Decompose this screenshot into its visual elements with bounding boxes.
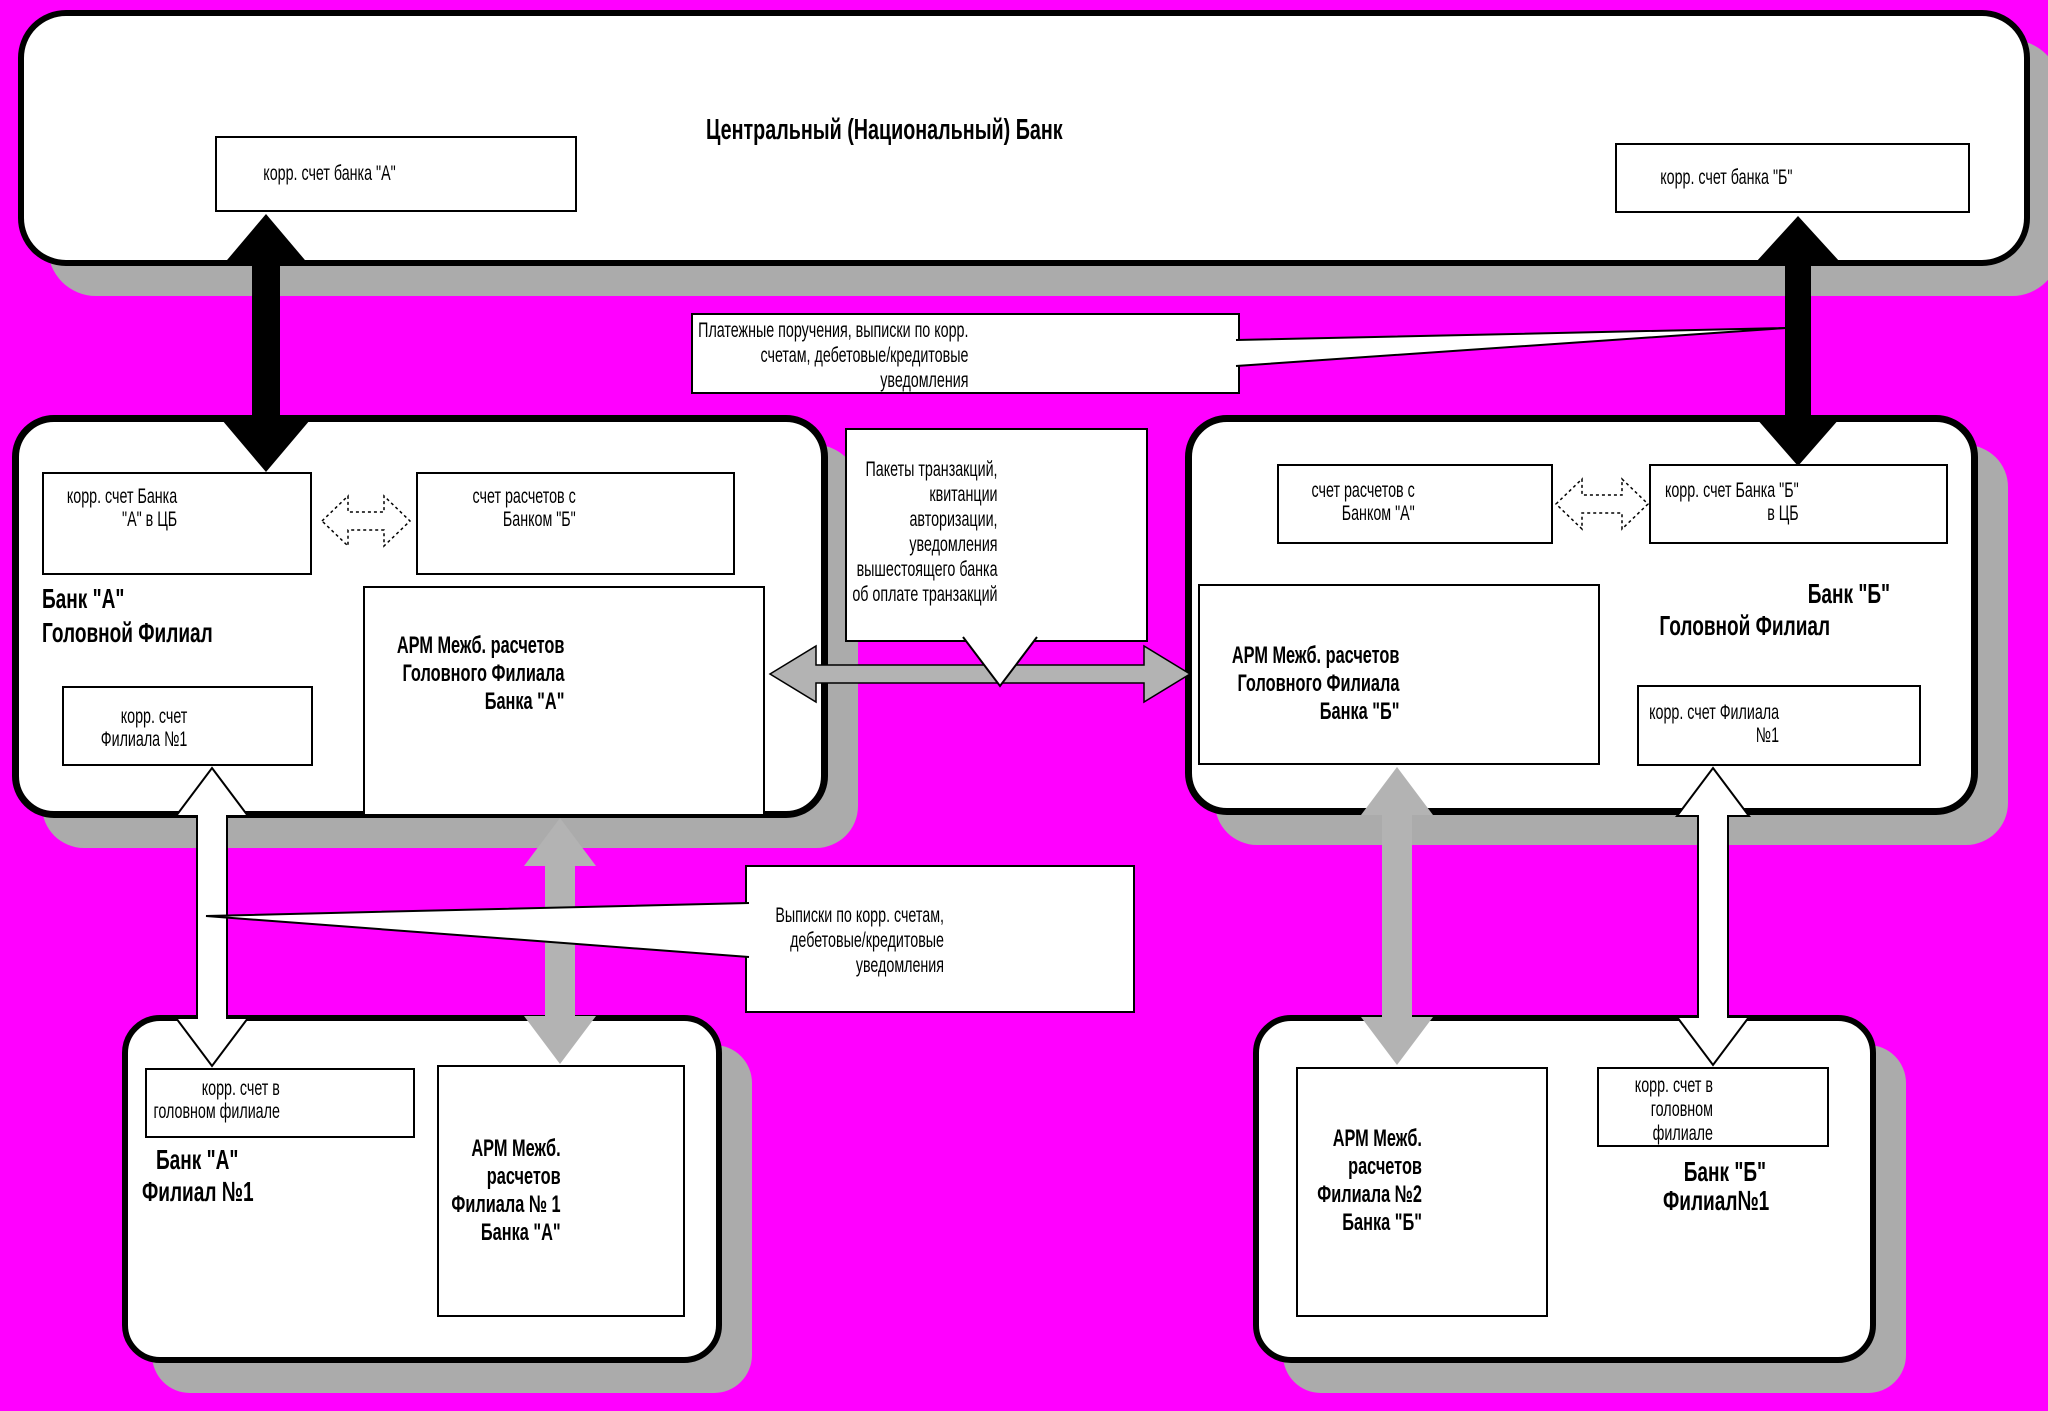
corr-account-head-office-b-text: корр. счет в головном филиале (1634, 1074, 1713, 1145)
corr-account-filial-a-text: корр. счет Филиала №1 (100, 705, 188, 751)
corr-account-bank-a-box: корр. счет банка "А" (215, 136, 577, 212)
corr-account-head-office-b-box: корр. счет в головном филиале (1597, 1067, 1829, 1147)
corr-account-head-office-a-box: корр. счет в головном филиале (145, 1068, 415, 1138)
packets-callout-tail-outline (962, 636, 1038, 688)
corr-account-bank-b-text: корр. счет банка "Б" (1660, 166, 1793, 189)
statements-callout-text: Выписки по корр. счетам, дебетовые/креди… (775, 904, 944, 977)
bank-b-branch-name-line1: Банк "Б" (1683, 1156, 1766, 1187)
settlement-account-with-a-box: счет расчетов с Банком "А" (1277, 464, 1553, 544)
payments-callout-tail-outline (1235, 327, 1787, 367)
packets-callout-box: Пакеты транзакций, квитанции авторизации… (845, 428, 1148, 642)
corr-account-bank-a-cb-box: корр. счет Банка "А" в ЦБ (42, 472, 312, 575)
settlement-account-with-b-text: счет расчетов с Банком "Б" (472, 485, 576, 531)
payments-callout-box: Платежные поручения, выписки по корр. сч… (691, 313, 1240, 394)
corr-account-filial-a-box: корр. счет Филиала №1 (62, 686, 313, 766)
payments-callout-text: Платежные поручения, выписки по корр. сч… (697, 319, 968, 392)
corr-account-bank-b-box: корр. счет банка "Б" (1615, 143, 1970, 213)
payments-callout-tail (1236, 328, 1786, 366)
packets-callout-tail (963, 637, 1037, 686)
arm-bank-a-box: АРМ Межб. расчетов Головного Филиала Бан… (363, 586, 765, 816)
arm-bank-b-box: АРМ Межб. расчетов Головного Филиала Бан… (1198, 584, 1600, 765)
statements-callout-tail-outline (205, 902, 750, 958)
corr-account-head-office-a-text: корр. счет в головном филиале (153, 1077, 280, 1123)
arm-filial-2-b-box: АРМ Межб. расчетов Филиала №2 Банка "Б" (1296, 1067, 1548, 1317)
corr-account-bank-b-cb-text: корр. счет Банка "Б" в ЦБ (1664, 479, 1799, 525)
corr-account-bank-a-cb-text: корр. счет Банка "А" в ЦБ (66, 485, 177, 531)
bank-a-head-name-line1: Банк "А" (42, 583, 125, 614)
arm-filial-1-a-box: АРМ Межб. расчетов Филиала № 1 Банка "А" (437, 1065, 685, 1317)
bank-b-head-name-line2: Головной Филиал (1659, 610, 1830, 641)
arm-filial-1-a-text: АРМ Межб. расчетов Филиала № 1 Банка "А" (451, 1135, 561, 1246)
bank-a-head-name-line2: Головной Филиал (42, 617, 213, 648)
bank-a-branch-name-line2: Филиал №1 (142, 1176, 254, 1207)
corr-account-bank-b-cb-box: корр. счет Банка "Б" в ЦБ (1649, 464, 1948, 544)
corr-account-filial-b-text: корр. счет Филиала №1 (1649, 701, 1779, 747)
corr-account-bank-a-text: корр. счет банка "А" (263, 162, 396, 185)
arm-bank-b-text: АРМ Межб. расчетов Головного Филиала Бан… (1231, 642, 1399, 725)
central-bank-title: Центральный (Национальный) Банк (706, 114, 1063, 146)
statements-callout-tail (206, 903, 749, 957)
bank-a-branch-name-line1: Банк "А" (156, 1144, 239, 1175)
statements-callout-box: Выписки по корр. счетам, дебетовые/креди… (745, 865, 1135, 1013)
packets-callout-text: Пакеты транзакций, квитанции авторизации… (852, 458, 998, 606)
arm-bank-a-text: АРМ Межб. расчетов Головного Филиала Бан… (396, 632, 564, 715)
settlement-account-with-b-box: счет расчетов с Банком "Б" (416, 472, 735, 575)
arm-filial-2-b-text: АРМ Межб. расчетов Филиала №2 Банка "Б" (1317, 1125, 1422, 1236)
bank-b-branch-name-line2: Филиал№1 (1662, 1185, 1769, 1216)
bank-b-head-name-line1: Банк "Б" (1807, 578, 1890, 609)
settlement-account-with-a-text: счет расчетов с Банком "А" (1311, 479, 1415, 525)
corr-account-filial-b-box: корр. счет Филиала №1 (1637, 685, 1921, 766)
